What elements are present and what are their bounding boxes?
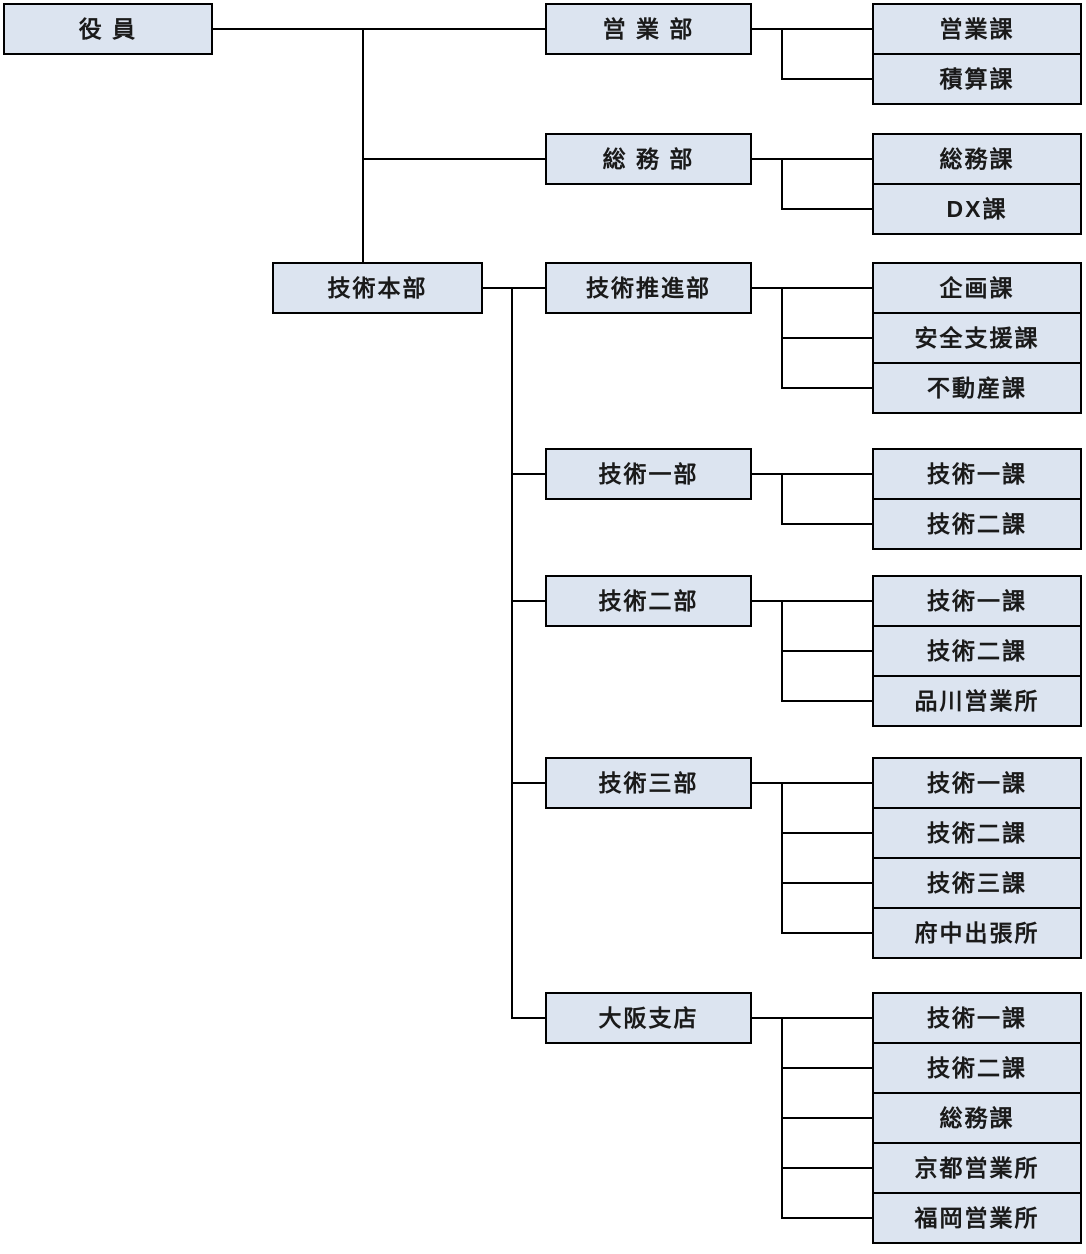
node-planning-section: 企画課 — [872, 262, 1082, 314]
node-executives: 役 員 — [3, 3, 213, 55]
node-eng3-section-2: 技術二課 — [872, 807, 1082, 859]
node-estimation-section: 積算課 — [872, 53, 1082, 105]
node-fuchu-branch-office: 府中出張所 — [872, 907, 1082, 959]
node-shinagawa-office: 品川営業所 — [872, 675, 1082, 727]
node-eng1-section-2: 技術二課 — [872, 498, 1082, 550]
node-sales-section: 営業課 — [872, 3, 1082, 55]
node-kyoto-office: 京都営業所 — [872, 1142, 1082, 1194]
node-fukuoka-office: 福岡営業所 — [872, 1192, 1082, 1244]
node-eng3-section-3: 技術三課 — [872, 857, 1082, 909]
node-sales-dept: 営 業 部 — [545, 3, 752, 55]
node-osaka-general-affairs-section: 総務課 — [872, 1092, 1082, 1144]
node-engineering-dept-1: 技術一部 — [545, 448, 752, 500]
node-eng2-section-2: 技術二課 — [872, 625, 1082, 677]
node-real-estate-section: 不動産課 — [872, 362, 1082, 414]
node-eng3-section-1: 技術一課 — [872, 757, 1082, 809]
connector-group — [213, 28, 872, 1219]
node-engineering-dept-2: 技術二部 — [545, 575, 752, 627]
node-general-affairs-dept: 総 務 部 — [545, 133, 752, 185]
node-osaka-eng-section-2: 技術二課 — [872, 1042, 1082, 1094]
node-osaka-branch: 大阪支店 — [545, 992, 752, 1044]
node-osaka-eng-section-1: 技術一課 — [872, 992, 1082, 1044]
node-eng2-section-1: 技術一課 — [872, 575, 1082, 627]
node-safety-support-section: 安全支援課 — [872, 312, 1082, 364]
node-engineering-division: 技術本部 — [272, 262, 483, 314]
node-engineering-dept-3: 技術三部 — [545, 757, 752, 809]
node-eng1-section-1: 技術一課 — [872, 448, 1082, 500]
node-dx-section: DX課 — [872, 183, 1082, 235]
node-engineering-promotion-dept: 技術推進部 — [545, 262, 752, 314]
node-general-affairs-section: 総務課 — [872, 133, 1082, 185]
